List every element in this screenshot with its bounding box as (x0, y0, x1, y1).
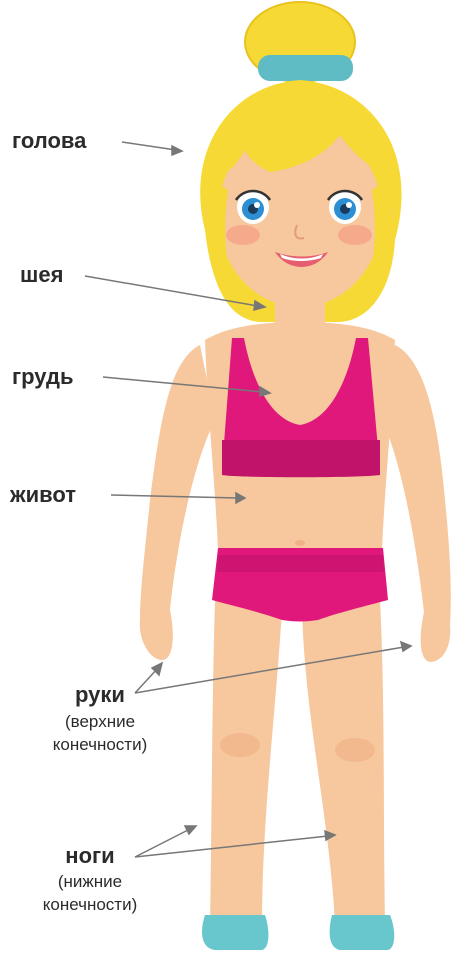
label-legs: ноги (30, 842, 150, 870)
left-shoe (202, 915, 268, 950)
right-leg (302, 600, 385, 925)
hair-band (258, 55, 353, 81)
label-belly: живот (10, 482, 76, 508)
left-leg (210, 600, 282, 925)
label-arms-sub-2: конечности) (40, 733, 160, 756)
left-cheek (226, 225, 260, 245)
left-knee (220, 733, 260, 757)
swimsuit-top-trim (222, 440, 380, 477)
right-cheek (338, 225, 372, 245)
swimsuit-bottom-band (217, 555, 384, 572)
label-neck: шея (20, 262, 63, 288)
label-chest: грудь (12, 364, 74, 390)
label-arms-sub-1: (верхние (40, 710, 160, 733)
right-knee (335, 738, 375, 762)
right-shoe (330, 915, 395, 950)
belly-button (295, 540, 305, 546)
girl-figure (140, 2, 451, 950)
label-arms: руки (40, 680, 160, 710)
arrow-head-part (122, 142, 176, 150)
label-legs-sub-2: конечности) (30, 893, 150, 916)
label-head: голова (12, 128, 86, 154)
label-legs-sub-1: (нижние (30, 870, 150, 893)
label-legs-group: ноги (нижние конечности) (30, 842, 150, 916)
label-arms-group: руки (верхние конечности) (40, 680, 160, 756)
left-arm (140, 345, 215, 660)
